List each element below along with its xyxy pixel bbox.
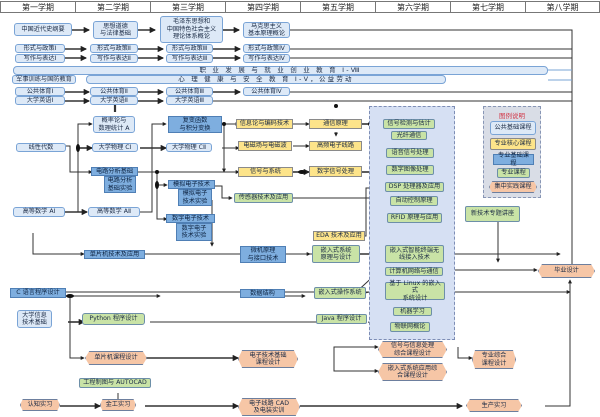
course-em-field[interactable]: 电磁场与电磁波	[238, 141, 292, 151]
legend-item-practice: 集中实践课程	[489, 181, 537, 193]
course-complex-functions[interactable]: 复变函数 与积分变换	[168, 116, 222, 133]
course-digital-lab[interactable]: 数字电子 技术实验	[176, 223, 212, 241]
legend-title: 图例说明	[499, 112, 525, 120]
course-engineering-drawing[interactable]: 工程制图与 AUTOCAD	[79, 378, 151, 388]
course-analog-electronics[interactable]: 模拟电子技术	[168, 180, 215, 189]
course-embedded-terminal[interactable]: 嵌入式智能终端无 线接入技术	[385, 245, 444, 263]
course-production-internship[interactable]: 生产实习	[466, 399, 522, 412]
legend-item-base: 专业基础课程	[493, 152, 534, 167]
semester-header-5: 第五学期	[300, 1, 375, 13]
course-english-3[interactable]: 大学英语Ⅲ	[166, 96, 213, 105]
semester-header-4: 第四学期	[225, 1, 300, 13]
course-signal-detection[interactable]: 信号检测与估计	[383, 119, 435, 129]
course-machine-learning[interactable]: 机器学习	[393, 307, 432, 316]
course-sensor[interactable]: 传感器技术及应用	[234, 193, 293, 203]
course-pe-3[interactable]: 公共体育Ⅲ	[166, 87, 213, 96]
course-linux-embedded[interactable]: 基于 Linux 的嵌入式 系统设计	[385, 280, 445, 302]
course-physics-1[interactable]: 大学物理 CⅠ	[92, 143, 138, 152]
course-dsp[interactable]: 数字信号处理	[309, 166, 362, 177]
course-mcu[interactable]: 单片机技术及应用	[84, 250, 145, 259]
mental-health-bar[interactable]: 心 理 健 康 与 安 全 教 育 Ⅰ-Ⅴ，公益劳动	[86, 75, 446, 84]
course-circuit-analysis[interactable]: 电路分析基础	[91, 167, 138, 176]
course-circuit-lab[interactable]: 电路分析 基础实验	[104, 176, 136, 193]
course-writing-1[interactable]: 写作与表达Ⅰ	[15, 54, 65, 63]
course-policy-4[interactable]: 形式与政策Ⅳ	[243, 44, 290, 53]
course-java[interactable]: Java 程序设计	[316, 314, 367, 324]
course-pe-2[interactable]: 公共体育Ⅱ	[90, 87, 138, 96]
course-digital-electronics[interactable]: 数字电子技术	[166, 214, 215, 223]
semester-header-1: 第一学期	[0, 1, 75, 13]
course-embedded-design[interactable]: 嵌入式系统应用综 合课程设计	[378, 363, 447, 381]
course-mcu-design[interactable]: 单片机课程设计	[85, 351, 147, 365]
course-cognition-internship[interactable]: 认知实习	[20, 399, 60, 411]
semester-header-6: 第六学期	[375, 1, 450, 13]
course-fiber-comm[interactable]: 光纤通信	[391, 131, 427, 140]
course-pe-4[interactable]: 公共体育Ⅳ	[243, 87, 290, 96]
course-electronics-design[interactable]: 电子技术基础 课程设计	[238, 350, 298, 368]
course-auto-control[interactable]: 自动控制原理	[390, 196, 438, 206]
course-english-1[interactable]: 大学英语Ⅰ	[15, 96, 65, 105]
career-education-bar[interactable]: 职 业 发 展 与 就 业 创 业 教 育 Ⅰ-Ⅷ	[13, 66, 548, 75]
course-data-structures[interactable]: 数据结构	[240, 289, 285, 298]
course-speech-processing[interactable]: 语音信号处理	[386, 148, 434, 158]
course-eda[interactable]: EDA 技术及应用	[313, 231, 365, 241]
course-physics-2[interactable]: 大学物理 CⅡ	[166, 143, 212, 152]
course-signals-systems[interactable]: 信号与系统	[238, 167, 293, 177]
course-linear-algebra[interactable]: 线性代数	[16, 143, 66, 152]
course-info-tech-basics[interactable]: 大学信息 技术基础	[17, 310, 52, 328]
course-embedded-os[interactable]: 嵌入式操作系统	[314, 287, 366, 299]
course-graduation-design[interactable]: 毕业设计	[538, 264, 595, 278]
course-new-tech-lectures[interactable]: 新技术专题讲座	[465, 206, 520, 222]
course-math-1[interactable]: 高等数学 AⅠ	[13, 207, 65, 217]
course-marx[interactable]: 马克思主义 基本原理概论	[243, 22, 290, 38]
course-metalwork-internship[interactable]: 金工实习	[100, 399, 136, 411]
course-image-processing[interactable]: 数字图像处理	[386, 165, 434, 175]
course-iot-intro[interactable]: 物联网概论	[390, 322, 430, 332]
course-pcb-cad[interactable]: 电子线路 CAD 及电装实训	[238, 398, 300, 416]
elective-course-group	[369, 106, 455, 340]
course-python[interactable]: Python 程序设计	[82, 313, 145, 325]
semester-header-7: 第七学期	[450, 1, 525, 13]
legend-item-public: 公共基础课程	[490, 121, 536, 135]
course-mao[interactable]: 毛泽东思想和 中国特色社会主义 理论体系概论	[160, 16, 223, 43]
course-writing-4[interactable]: 写作与表达Ⅳ	[243, 54, 290, 63]
legend-item-major: 专业课程	[497, 168, 530, 178]
course-comm-principles[interactable]: 通信原理	[309, 119, 362, 129]
course-english-2[interactable]: 大学英语Ⅱ	[90, 96, 138, 105]
course-microcomputer[interactable]: 微机原理 与接口技术	[240, 246, 286, 263]
course-hf-circuits[interactable]: 高频电子线路	[309, 141, 362, 151]
course-dsp-processor[interactable]: DSP 处理器及应用	[385, 182, 444, 192]
course-c-language[interactable]: C 语言程序设计	[10, 288, 66, 298]
course-pe-1[interactable]: 公共体育Ⅰ	[15, 87, 65, 96]
semester-header-3: 第三学期	[150, 1, 225, 13]
course-rfid[interactable]: RFID 原理与应用	[387, 213, 442, 223]
course-military[interactable]: 军事训练与国防教育	[12, 75, 76, 84]
course-math-2[interactable]: 高等数学 AⅡ	[88, 207, 140, 217]
course-policy-3[interactable]: 形式与政策Ⅲ	[166, 44, 213, 53]
course-signal-design[interactable]: 信号与信息处理 综合课程设计	[378, 341, 447, 358]
semester-header-2: 第二学期	[75, 1, 150, 13]
course-ideology[interactable]: 思想道德 与法律基础	[93, 21, 138, 39]
semester-header-8: 第八学期	[525, 1, 600, 13]
legend-item-core: 专业核心课程	[490, 138, 536, 150]
course-probability[interactable]: 概率论与 数理统计 A	[93, 116, 135, 133]
course-computer-network[interactable]: 计算机网络与通信	[385, 267, 443, 276]
course-major-design[interactable]: 专业综合 课程设计	[472, 350, 516, 369]
course-policy-2[interactable]: 形式与政策Ⅱ	[90, 44, 138, 53]
course-policy-1[interactable]: 形式与政策Ⅰ	[15, 44, 65, 53]
course-modern-history[interactable]: 中国近代史纲要	[14, 23, 72, 36]
course-info-theory[interactable]: 信息论与编码技术	[236, 119, 293, 129]
course-writing-3[interactable]: 写作与表达Ⅲ	[166, 54, 213, 63]
course-analog-lab[interactable]: 模拟电子 技术实验	[178, 189, 212, 206]
course-writing-2[interactable]: 写作与表达Ⅱ	[90, 54, 138, 63]
course-embedded-system[interactable]: 嵌入式系统 原理与设计	[312, 245, 360, 263]
